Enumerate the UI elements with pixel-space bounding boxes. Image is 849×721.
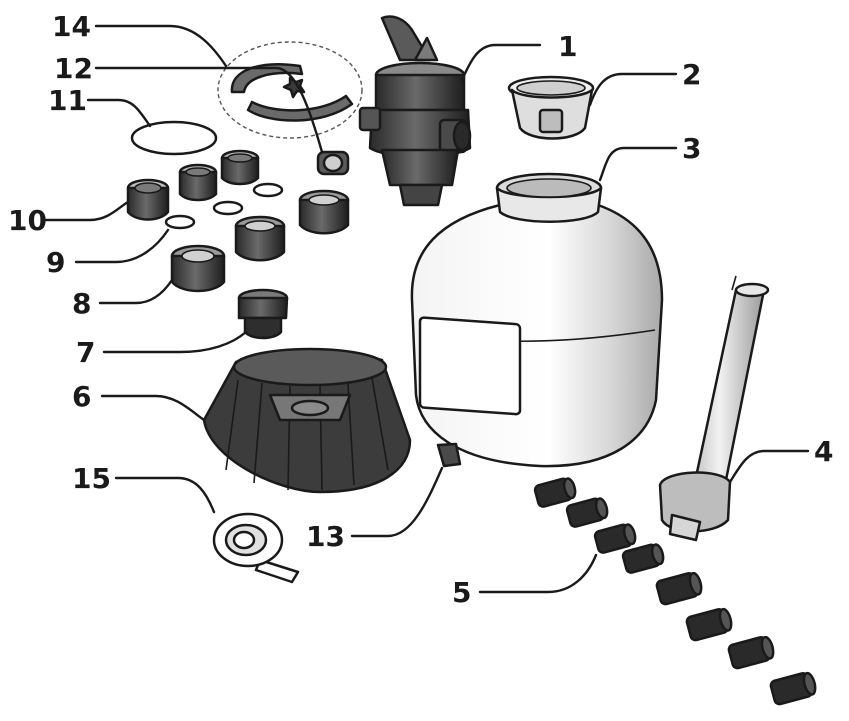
strainer-basket [507,75,595,140]
leader-lines [44,24,810,594]
callout-11: 11 [48,84,87,117]
callout-14: 14 [52,10,91,43]
leader-1 [460,43,542,82]
leader-4 [728,449,810,484]
small-o-rings [164,182,284,230]
leader-7 [102,330,248,354]
leader-9 [74,228,170,264]
leader-11 [86,98,152,128]
leader-2 [588,72,678,107]
standpipe-assembly [658,275,770,542]
callout-15: 15 [72,462,111,495]
callout-numbers: 1 2 3 4 5 6 7 8 9 10 11 12 13 14 15 [8,10,833,609]
clamp-ring-set [217,41,363,139]
hose-adapters [126,149,260,221]
leader-5 [478,553,598,594]
threaded-nuts [170,189,350,293]
multiport-valve [358,15,472,207]
callout-2: 2 [682,58,701,91]
leader-8 [98,278,174,305]
leader-10 [44,200,130,222]
callout-1: 1 [558,30,577,63]
lateral-set [533,477,817,706]
leader-6 [100,394,206,422]
small-threaded-fitting [316,150,350,176]
drain-plug [237,288,289,340]
callout-8: 8 [72,287,91,320]
callout-4: 4 [814,435,833,468]
callout-12: 12 [54,52,93,85]
callout-13: 13 [306,520,345,553]
filter-tank [410,172,664,468]
large-o-ring [130,120,218,156]
leader-14 [94,24,228,68]
callout-7: 7 [76,336,95,369]
callout-3: 3 [682,132,701,165]
callout-5: 5 [452,576,471,609]
callout-9: 9 [46,246,65,279]
callout-10: 10 [8,204,47,237]
tank-label-panel [418,316,522,416]
callout-6: 6 [72,380,91,413]
leader-13 [350,466,444,538]
leader-15 [114,476,216,514]
leader-3 [598,146,678,182]
filter-base [202,347,412,494]
thread-seal-tape [212,512,300,584]
leader-12 [94,66,324,154]
